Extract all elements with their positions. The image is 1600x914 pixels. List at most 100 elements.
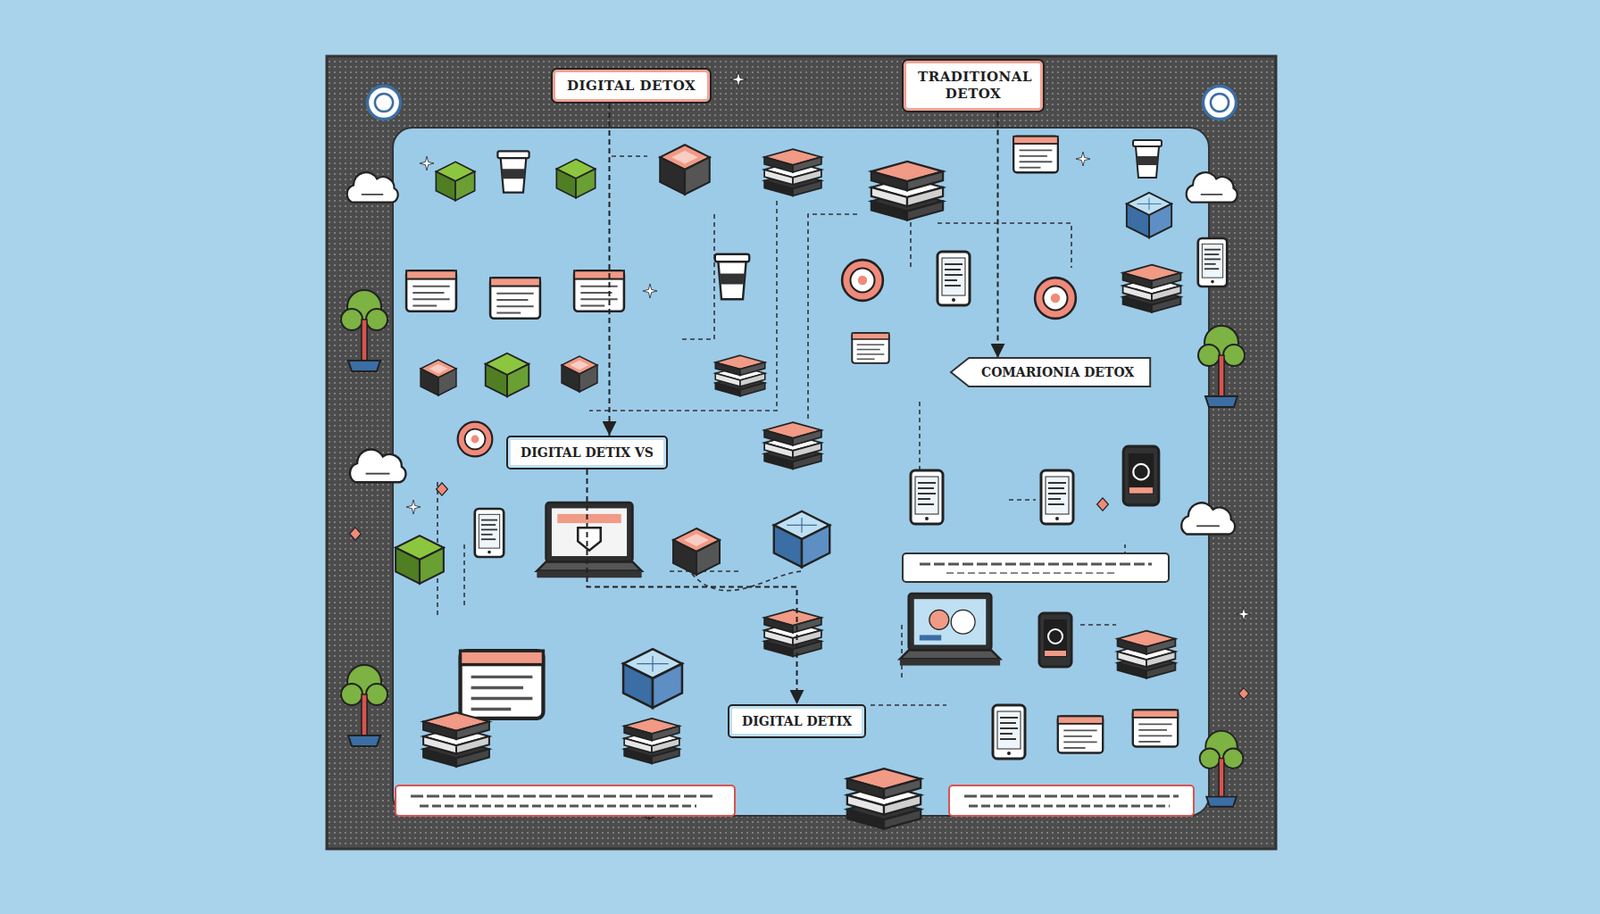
circle-icon: [1034, 277, 1076, 319]
phone-icon: [1198, 238, 1227, 287]
sparkle: [1236, 607, 1251, 622]
wire: [611, 155, 648, 158]
stack-icon: [624, 718, 680, 765]
wire: [1008, 499, 1036, 501]
note-bar-box: [949, 785, 1194, 817]
stack-icon: [715, 355, 766, 397]
sparkle: [419, 156, 434, 171]
box-icon: [673, 528, 720, 575]
wire: [909, 214, 912, 268]
stack-icon: [764, 422, 822, 469]
gem: [1238, 688, 1249, 700]
cup-icon: [497, 150, 529, 192]
wire: [678, 214, 715, 340]
node-text: DIGITAL DETIX VS: [520, 445, 654, 460]
tree-icon: [341, 665, 388, 747]
label-box: DIGITAL DETIX: [727, 704, 867, 739]
card-icon: [1058, 716, 1103, 753]
box-icon: [420, 359, 457, 396]
sparkle: [642, 283, 658, 299]
flow-arrow: [997, 112, 1000, 359]
sparkle: [406, 500, 421, 515]
flow-arrow: [608, 103, 611, 436]
sparkle: [730, 71, 747, 88]
sparkle: [1075, 151, 1091, 167]
note-bar-line: [968, 805, 1170, 809]
banner-outline: [950, 358, 1150, 387]
tree-icon: [341, 290, 388, 372]
card-icon: [490, 277, 541, 318]
phone-icon: [1041, 470, 1074, 525]
stack-icon: [1117, 631, 1176, 679]
tree-icon: [1200, 731, 1244, 808]
stack-icon: [423, 712, 490, 767]
box-icon: [1126, 192, 1172, 238]
gem: [1097, 498, 1109, 511]
phone-icon: [1039, 613, 1072, 667]
note-bar-box: [395, 785, 735, 817]
inner-panel: [392, 127, 1209, 817]
gem: [436, 483, 449, 496]
badge-icon: [367, 86, 401, 120]
gem: [350, 527, 362, 541]
badge-icon: [1203, 86, 1237, 120]
stack-icon: [764, 609, 822, 657]
laptop-icon: [900, 593, 1000, 667]
card-icon: [460, 650, 544, 719]
note-bar-line: [946, 572, 1117, 575]
cup-icon: [1133, 140, 1162, 178]
card-icon: [1013, 136, 1059, 173]
node-text: DIGITAL DETIX: [741, 714, 852, 729]
phone-icon: [1123, 446, 1159, 506]
node-text: COMARIONIA DETOX: [981, 365, 1134, 380]
box-icon: [561, 356, 598, 392]
note-bar-line: [410, 795, 715, 799]
label-box: DIGITAL DETOX: [550, 67, 712, 104]
phone-icon: [475, 508, 504, 558]
box-icon: [556, 158, 595, 198]
frame: [326, 56, 1276, 850]
wire: [870, 704, 947, 707]
box-icon: [485, 353, 530, 398]
label-box: DIGITAL DETIX VS: [506, 435, 668, 470]
stack-icon: [764, 149, 822, 196]
cup-icon: [715, 254, 750, 300]
stack-icon: [1123, 265, 1182, 313]
label-box: TRADITIONAL DETOX: [901, 58, 1045, 113]
cloud-icon: [347, 172, 399, 202]
circle-icon: [841, 259, 884, 301]
wire: [900, 625, 903, 679]
wire: [808, 214, 858, 420]
note-bar-line: [964, 795, 1179, 799]
cloud-icon: [350, 450, 407, 484]
circle-icon: [458, 422, 493, 458]
tree-icon: [1198, 325, 1245, 408]
card-icon: [406, 270, 457, 311]
stack-icon: [847, 768, 921, 829]
arrow-banner: COMARIONIA DETOX: [950, 358, 1150, 387]
note-bar-line: [419, 805, 697, 809]
node-text: DIGITAL DETOX: [566, 77, 696, 94]
phone-icon: [937, 251, 970, 306]
box-icon: [774, 511, 830, 567]
card-icon: [574, 270, 625, 311]
box-icon: [623, 649, 683, 709]
cloud-icon: [1181, 502, 1235, 534]
box-icon: [435, 161, 475, 200]
phone-icon: [992, 705, 1025, 759]
card-icon: [1133, 709, 1178, 747]
dashed-wires: [437, 156, 1125, 706]
flow-arrow: [587, 469, 798, 705]
wire: [463, 544, 466, 608]
wire: [1080, 624, 1117, 626]
laptop-icon: [536, 502, 642, 578]
note-bar-box: [902, 553, 1169, 583]
card-icon: [851, 333, 889, 364]
note-bar: [395, 553, 1194, 817]
cloud-icon: [1186, 172, 1238, 202]
box-icon: [659, 144, 709, 194]
stack-icon: [871, 161, 943, 221]
note-bar-line: [919, 563, 1152, 567]
